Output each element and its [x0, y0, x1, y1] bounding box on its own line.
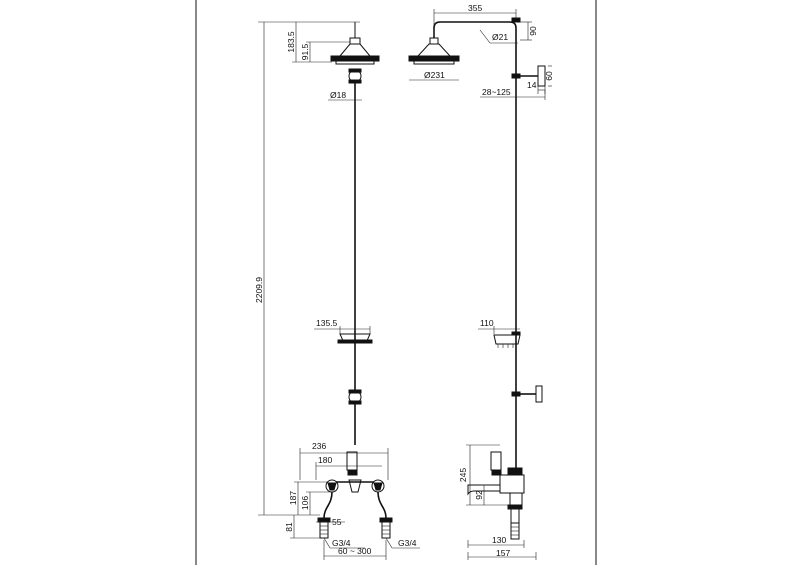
dim-wall-range: 28~125: [482, 87, 511, 97]
side-shower-arm: [433, 17, 521, 75]
front-lower-union: [348, 389, 362, 405]
dim-head-height: 183.5: [286, 31, 296, 53]
dim-leg-bottom: 81: [284, 522, 294, 532]
side-soap-dish: [493, 331, 521, 348]
dim-soap-dish-front: 135.5: [316, 318, 338, 328]
dim-riser-dia: Ø18: [330, 90, 346, 100]
front-mixer-body: [325, 451, 385, 493]
dim-thread-left: G3/4: [332, 538, 351, 548]
dim-bracket-height: 60: [544, 71, 554, 81]
dim-total-depth: 157: [496, 548, 510, 558]
side-dimension-lines: [409, 9, 552, 560]
dim-arm-dia: Ø21: [492, 32, 508, 42]
dim-base-depth: 130: [492, 535, 506, 545]
front-dimension-lines: [258, 21, 420, 560]
dim-spout-drop: 55: [332, 517, 342, 527]
dim-head-dia: Ø231: [424, 70, 445, 80]
dim-bracket-width: 14: [527, 80, 537, 90]
dim-head-rose: 91.5: [300, 43, 310, 60]
side-view: 355 Ø21 90 Ø231 14 60 28~125 110 245 92 …: [408, 3, 554, 560]
dim-thread-right: G3/4: [398, 538, 417, 548]
dim-centres: 180: [318, 455, 332, 465]
dim-leg-height: 106: [300, 496, 310, 510]
side-wall-bracket-top: [511, 65, 546, 87]
dim-spout-height: 187: [288, 491, 298, 505]
dim-body-height: 245: [458, 468, 468, 482]
dim-spout-level: 92: [474, 490, 484, 500]
side-mixer-body: [467, 451, 525, 540]
dim-body-width: 236: [312, 441, 326, 451]
dim-arm-height: 90: [528, 26, 538, 36]
front-view: 2209.9 183.5 91.5 Ø18 135.5 236 180 187 …: [254, 21, 420, 560]
front-legs: [317, 491, 393, 539]
side-shower-head: [408, 37, 460, 65]
dim-centre-range: 60 ~ 300: [338, 546, 372, 556]
dim-arm-length: 355: [468, 3, 482, 13]
dim-soap-dish-side: 110: [480, 318, 494, 328]
side-wall-bracket-lower: [511, 385, 543, 403]
front-upper-union: [348, 68, 362, 84]
dim-total-height: 2209.9: [254, 277, 264, 303]
front-soap-dish: [337, 333, 373, 344]
front-shower-head: [330, 22, 380, 65]
